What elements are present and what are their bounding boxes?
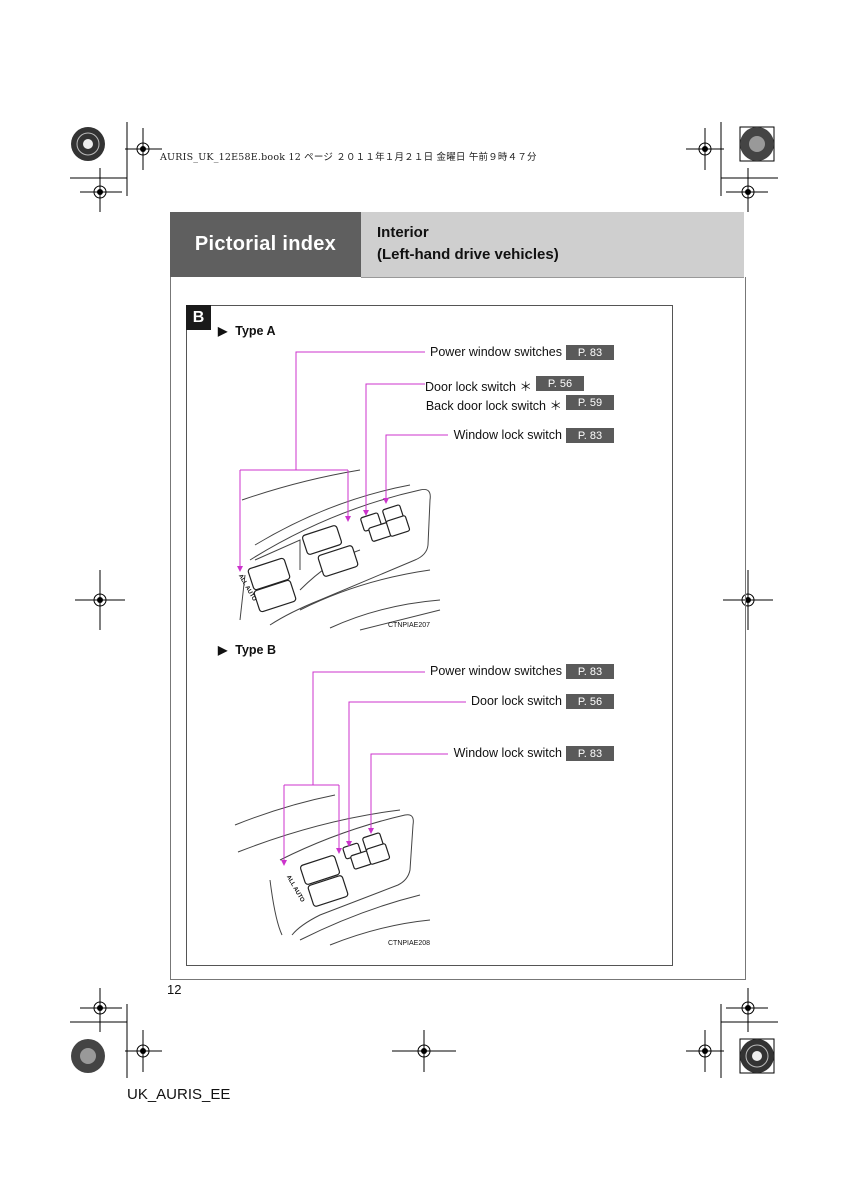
section-tab: Pictorial index [170, 212, 361, 277]
print-header: AURIS_UK_12E58E.book 12 ページ ２０１１年１月２１日 金… [160, 152, 537, 163]
type-a-heading: ▶ Type A [218, 324, 276, 338]
page-ref-back-door-lock-a[interactable]: P. 59 [566, 395, 614, 410]
content-box [186, 305, 673, 966]
callout-power-window-b: Power window switches [430, 664, 562, 678]
triangle-bullet-icon: ▶ [218, 643, 228, 657]
page-title-line2: (Left-hand drive vehicles) [377, 246, 559, 263]
document-code: UK_AURIS_EE [127, 1086, 231, 1103]
callout-window-lock-a: Window lock switch [453, 428, 562, 442]
triangle-bullet-icon: ▶ [218, 324, 228, 338]
callout-power-window-a: Power window switches [430, 345, 562, 359]
page-ref-power-window-a[interactable]: P. 83 [566, 345, 614, 360]
page-title-line1: Interior [377, 224, 429, 241]
page-number: 12 [167, 982, 182, 997]
type-b-heading: ▶ Type B [218, 643, 276, 657]
type-b-label: Type B [235, 643, 276, 657]
callout-back-door-lock-a: Back door lock switch ＊ [425, 399, 562, 413]
page-title: Interior (Left-hand drive vehicles) [361, 212, 744, 278]
callout-door-lock-b: Door lock switch [471, 694, 562, 708]
page-ref-window-lock-a[interactable]: P. 83 [566, 428, 614, 443]
page-ref-power-window-b[interactable]: P. 83 [566, 664, 614, 679]
page-header: Pictorial index Interior (Left-hand driv… [170, 212, 744, 278]
callout-window-lock-b: Window lock switch [453, 746, 562, 760]
page-ref-door-lock-b[interactable]: P. 56 [566, 694, 614, 709]
illustration-code-a: CTNPIAE207 [388, 622, 431, 629]
page-ref-door-lock-a[interactable]: P. 56 [536, 376, 584, 391]
page-frame [170, 277, 746, 980]
section-badge: B [186, 305, 211, 330]
page-ref-window-lock-b[interactable]: P. 83 [566, 746, 614, 761]
type-a-label: Type A [235, 324, 276, 338]
callout-door-lock-a: Door lock switch ＊ [425, 380, 532, 394]
illustration-code-b: CTNPIAE208 [388, 940, 431, 947]
